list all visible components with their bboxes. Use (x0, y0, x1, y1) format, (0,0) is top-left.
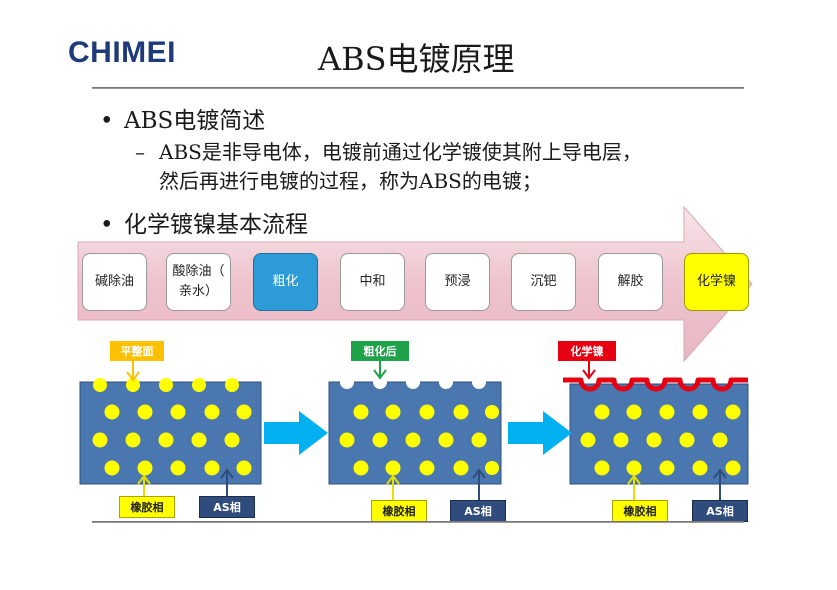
label-rubber-phase-2: 橡胶相 (371, 500, 427, 522)
step-label: 预浸 (444, 274, 471, 289)
bullet-abs-overview: • ABS电镀简述 (100, 101, 265, 135)
step-electroless-nickel: 化学镍 (684, 253, 749, 311)
definition-line-1: ABS是非导电体，电镀前通过化学镀使其附上导电层， (159, 140, 642, 164)
step-alkaline-degrease: 碱除油 (82, 253, 147, 311)
step-palladium: 沉钯 (511, 253, 576, 311)
company-logo: CHIMEI (68, 36, 176, 69)
step-acid-degrease: 酸除油（ 亲水） (166, 253, 231, 311)
stage1-particles (92, 378, 252, 476)
process-arrow-2 (508, 411, 572, 455)
step-label: 沉钯 (530, 274, 557, 289)
header-divider (92, 87, 744, 89)
label-as-phase-2: AS相 (450, 500, 506, 522)
step-label: 粗化 (272, 274, 299, 289)
process-arrow-1 (264, 411, 328, 455)
label-rubber-phase-1: 橡胶相 (119, 496, 175, 518)
step-label: 化学镍 (696, 274, 736, 289)
bullet-glyph: • (100, 212, 114, 238)
bullet-abs-overview-text: ABS电镀简述 (124, 108, 266, 134)
bullet-process-flow-text: 化学镀镍基本流程 (124, 212, 308, 238)
step-pre-dip: 预浸 (425, 253, 490, 311)
flow-arrow (77, 205, 753, 363)
tag-flat-surface: 平整面 (110, 341, 164, 361)
step-accelerate: 解胶 (598, 253, 663, 311)
callout-pointers-top (126, 358, 596, 382)
sub-bullet-definition: –ABS是非导电体，电镀前通过化学镀使其附上导电层， 然后再进行电镀的过程，称为… (135, 138, 642, 196)
step-label: 解胶 (617, 274, 644, 289)
step-label-line1: 酸除油（ (172, 264, 225, 279)
step-label: 碱除油 (94, 274, 134, 289)
stage2-particles (339, 404, 499, 476)
step-label-line2: 亲水） (178, 284, 218, 299)
tag-after-etching: 粗化后 (351, 341, 409, 361)
label-as-phase-1: AS相 (199, 496, 255, 518)
dash-glyph: – (135, 140, 145, 164)
page-title: ABS电镀原理 (318, 40, 515, 78)
stage2-etched-pits (340, 375, 486, 389)
tag-electroless-nickel: 化学镍 (558, 341, 616, 361)
label-rubber-phase-3: 橡胶相 (612, 500, 668, 522)
callout-pointers-bottom (137, 468, 727, 500)
nickel-plating-layer (563, 377, 748, 392)
step-label: 中和 (359, 274, 386, 289)
step-neutralize: 中和 (340, 253, 405, 311)
step-etching: 粗化 (253, 253, 318, 311)
stage3-particles (580, 404, 741, 476)
definition-line-2: 然后再进行电镀的过程，称为ABS的电镀； (159, 169, 542, 193)
footer-divider (92, 521, 744, 523)
label-as-phase-3: AS相 (692, 500, 748, 522)
bullet-process-flow: • 化学镀镍基本流程 (100, 205, 308, 239)
bullet-glyph: • (100, 108, 114, 134)
